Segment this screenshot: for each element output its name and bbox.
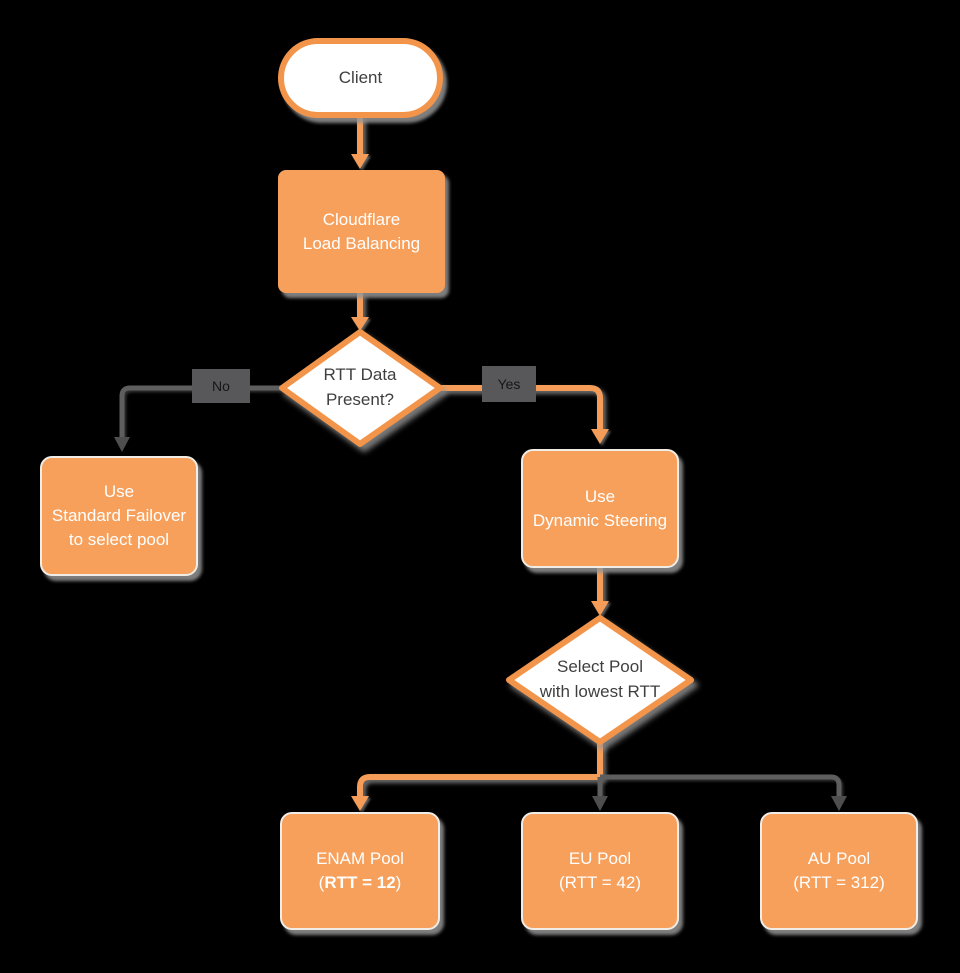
node-dynamic-steering: Use Dynamic Steering <box>521 449 679 568</box>
edge-no-to-standard-failover <box>119 385 284 438</box>
enam-rtt-value: RTT = 12 <box>324 873 396 892</box>
eu-pool-line2: (RTT = 42) <box>558 873 642 892</box>
arrowhead-into-rttdecision <box>351 317 369 331</box>
node-cloudflare-load-balancing: Cloudflare Load Balancing <box>278 170 445 293</box>
edge-label-yes: Yes <box>482 366 536 402</box>
node-au-pool: AU Pool (RTT = 312) <box>760 812 918 930</box>
enam-pool-line2: (RTT = 12) <box>319 871 402 895</box>
arrowhead-into-au <box>831 796 847 811</box>
edge-selectpool-to-enam <box>357 742 603 798</box>
decision-rtt-data-present-shape <box>279 329 443 447</box>
node-client: Client <box>278 38 443 118</box>
enam-rtt-open: ( <box>318 873 325 892</box>
au-pool-line1: AU Pool <box>807 849 871 868</box>
dynamic-steering-line1: Use <box>584 486 616 506</box>
arrowhead-into-dynamic-steering <box>591 429 609 444</box>
arrowhead-into-eu <box>592 796 608 811</box>
node-enam-pool: ENAM Pool (RTT = 12) <box>280 812 440 930</box>
edge-label-no-text: No <box>212 378 230 394</box>
node-client-label: Client <box>338 68 383 87</box>
decision-select-pool-shape <box>506 615 694 745</box>
arrowhead-into-loadbalancing <box>351 154 369 169</box>
dynamic-steering-line2: Dynamic Steering <box>532 510 668 530</box>
arrowhead-into-enam <box>351 796 369 811</box>
enam-pool-line1: ENAM Pool <box>316 849 404 868</box>
edge-yes-to-dynamic-steering <box>438 385 603 430</box>
au-pool-line2: (RTT = 312) <box>793 873 885 892</box>
arrowhead-into-standard-failover <box>114 437 130 452</box>
node-cloudflare-line1: Cloudflare <box>322 209 401 229</box>
edge-label-yes-text: Yes <box>497 376 521 392</box>
standard-failover-line1: Use <box>103 482 135 501</box>
node-cloudflare-line2: Load Balancing <box>302 233 421 253</box>
eu-pool-line1: EU Pool <box>568 849 632 868</box>
enam-rtt-close: ) <box>395 873 402 892</box>
node-eu-pool: EU Pool (RTT = 42) <box>521 812 679 930</box>
edge-selectpool-to-au <box>600 774 842 798</box>
arrowhead-into-selectpool <box>591 601 609 616</box>
standard-failover-line2: Standard Failover <box>51 506 187 525</box>
edge-label-no: No <box>192 369 250 403</box>
node-standard-failover: Use Standard Failover to select pool <box>40 456 198 576</box>
standard-failover-line3: to select pool <box>68 530 170 549</box>
